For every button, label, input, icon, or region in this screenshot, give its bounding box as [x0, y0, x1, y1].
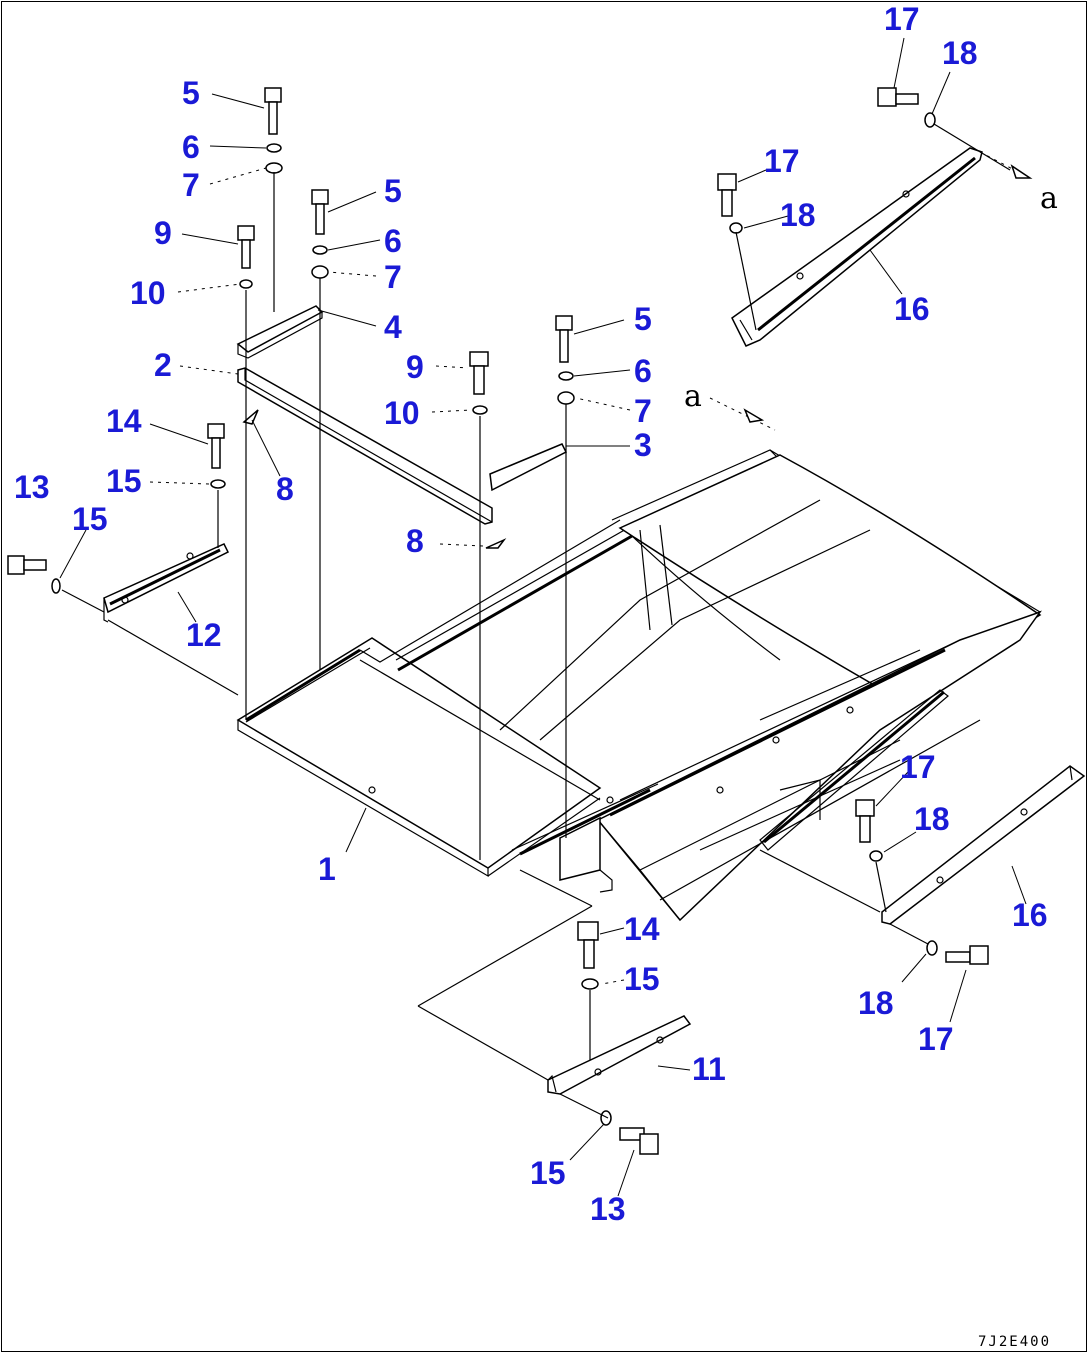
bracket-part-11	[547, 1015, 692, 1095]
callout-18: 18	[942, 35, 978, 71]
callout-12: 12	[186, 617, 222, 653]
bracket-part-3	[489, 443, 568, 492]
callout-13: 13	[590, 1191, 626, 1227]
callout-15: 15	[624, 961, 660, 997]
callout-8: 8	[406, 523, 424, 559]
callout-18: 18	[780, 197, 816, 233]
bracket-part-12	[103, 543, 230, 623]
fasteners	[7, 87, 989, 1155]
callout-3: 3	[634, 427, 652, 463]
callout-11: 11	[692, 1051, 726, 1087]
callout-6: 6	[634, 353, 652, 389]
callout-1: 1	[318, 851, 336, 887]
callout-9: 9	[406, 349, 424, 385]
drawing-code: 7J2E400	[978, 1334, 1051, 1350]
callout-14: 14	[106, 403, 142, 439]
callout-7: 7	[182, 167, 200, 203]
callout-15: 15	[106, 463, 142, 499]
callout-17: 17	[764, 143, 800, 179]
view-marker-a-upper: a	[1040, 181, 1058, 216]
main-cover-part-1	[236, 449, 1042, 922]
callout-9: 9	[154, 215, 172, 251]
callout-10: 10	[384, 395, 420, 431]
bracket-part-4	[236, 305, 324, 359]
callout-7: 7	[634, 393, 652, 429]
callout-8: 8	[276, 471, 294, 507]
clip-part-8-upper	[242, 409, 259, 425]
strip-part-2	[237, 367, 493, 525]
leader-lines	[59, 37, 1027, 1197]
callout-16: 16	[1012, 897, 1048, 933]
callout-14: 14	[624, 911, 660, 947]
rail-part-16-lower	[881, 765, 1086, 925]
rail-part-16-upper	[731, 147, 983, 347]
callout-17: 17	[918, 1021, 954, 1057]
callout-17: 17	[884, 1, 920, 37]
callout-5: 5	[634, 301, 652, 337]
callout-5: 5	[384, 173, 402, 209]
callout-labels: 5 6 7 9 10 5 6 7 4 2 8 14 15 13 15 12 9 …	[14, 1, 1048, 1227]
callout-4: 4	[384, 309, 402, 345]
callout-15: 15	[72, 501, 108, 537]
callout-16: 16	[894, 291, 930, 327]
callout-10: 10	[130, 275, 166, 311]
callout-2: 2	[154, 347, 172, 383]
callout-6: 6	[182, 129, 200, 165]
callout-7: 7	[384, 259, 402, 295]
callout-6: 6	[384, 223, 402, 259]
callout-13: 13	[14, 469, 50, 505]
view-marker-a-lower: a	[684, 379, 702, 414]
clip-part-8-lower	[485, 538, 507, 549]
callout-5: 5	[182, 75, 200, 111]
callout-18: 18	[858, 985, 894, 1021]
callout-15: 15	[530, 1155, 566, 1191]
assembly-lines	[61, 123, 1033, 1119]
callout-18: 18	[914, 801, 950, 837]
callout-17: 17	[900, 749, 936, 785]
